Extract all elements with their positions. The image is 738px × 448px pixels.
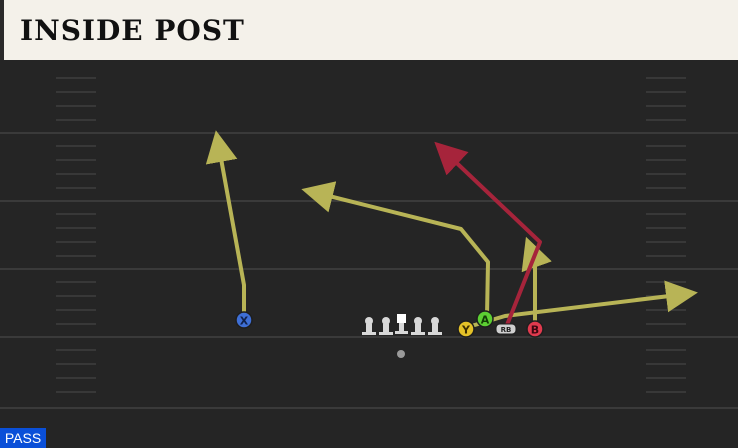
- lineman-icon: [411, 317, 425, 335]
- receiver-y-label: Y: [461, 324, 471, 337]
- lineman-icon: [362, 317, 376, 335]
- route-x-go: [205, 130, 246, 320]
- receiver-x-icon[interactable]: X: [235, 311, 253, 329]
- receiver-b-icon[interactable]: B: [526, 320, 544, 338]
- quarterback-icon: [397, 350, 405, 358]
- route-b-post: [521, 236, 552, 326]
- center-icon: [395, 314, 408, 334]
- receiver-a-label: A: [481, 314, 490, 327]
- running-back-icon[interactable]: RB: [495, 323, 517, 335]
- play-header: INSIDE POST: [0, 0, 738, 60]
- lineman-icon: [428, 317, 442, 335]
- receiver-b-label: B: [531, 324, 539, 337]
- play-title: INSIDE POST: [20, 14, 245, 47]
- lineman-icon: [379, 317, 393, 335]
- hash-marks-right: [646, 77, 686, 393]
- receiver-y-icon[interactable]: Y: [457, 320, 475, 338]
- offensive-line: [362, 314, 442, 335]
- receiver-x-label: X: [240, 315, 249, 328]
- running-back-label: RB: [501, 326, 512, 334]
- route-rb-post: [434, 141, 542, 327]
- receiver-a-icon[interactable]: A: [476, 310, 494, 328]
- route-a-corner: [301, 181, 490, 318]
- hash-marks-left: [56, 77, 96, 393]
- yard-lines: [0, 132, 738, 409]
- play-field: X Y A B RB: [0, 77, 738, 409]
- play-type-badge: PASS: [0, 428, 46, 448]
- header-edge: [0, 0, 4, 60]
